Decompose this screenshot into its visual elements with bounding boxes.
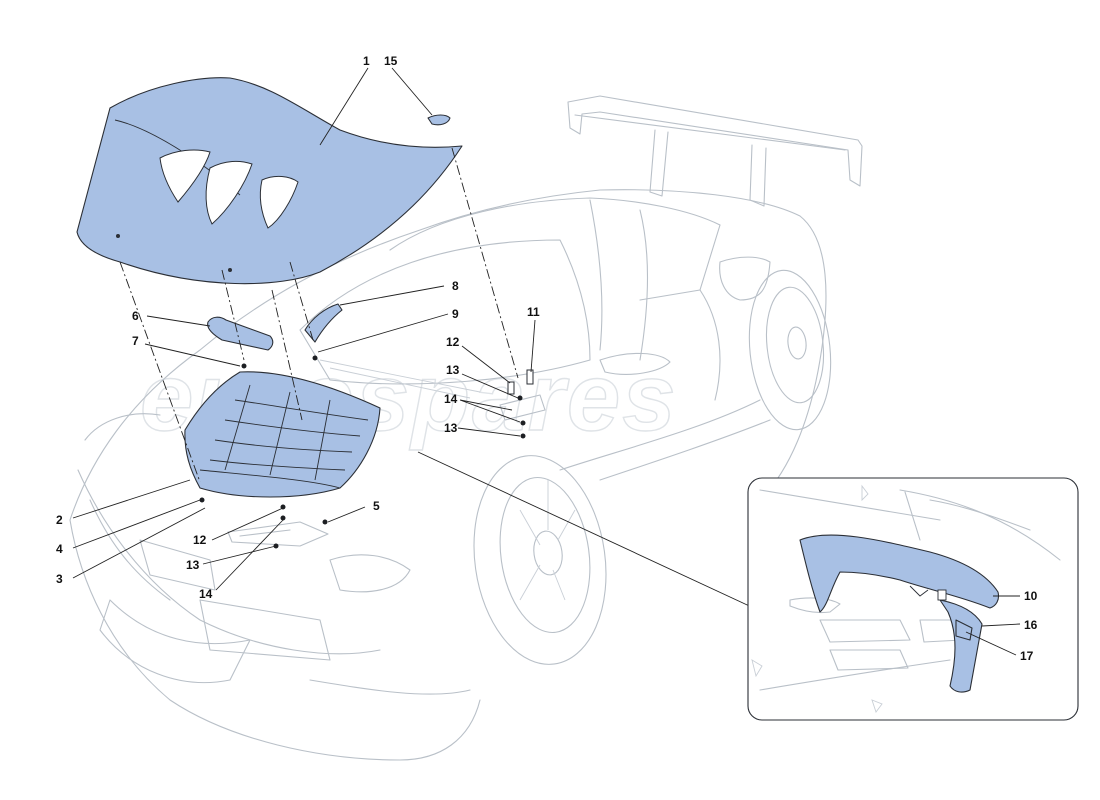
assembly-lines [119, 147, 519, 483]
callout-1: 1 [363, 54, 370, 68]
part-2-front-tray [184, 371, 381, 498]
fastener-4 [199, 497, 205, 503]
callout-13-lower: 13 [186, 558, 200, 572]
lower-hinge-bracket [227, 504, 329, 549]
callout-6: 6 [132, 309, 139, 323]
part-6-bracket [207, 316, 274, 351]
callout-4: 4 [56, 542, 63, 556]
part-bonnet-lid [76, 77, 463, 285]
callout-5: 5 [373, 499, 380, 513]
callout-7: 7 [132, 334, 139, 348]
callout-10: 10 [1024, 589, 1038, 603]
callout-2: 2 [56, 513, 63, 527]
callout-11: 11 [527, 305, 540, 319]
detail-inset [747, 477, 1079, 721]
callout-12-lower: 12 [193, 533, 207, 547]
fastener-5 [322, 519, 328, 525]
callout-3: 3 [56, 572, 63, 586]
callout-labels: 1 15 8 9 6 7 11 12 13 14 13 2 4 3 5 12 1… [56, 54, 1038, 663]
callout-9: 9 [452, 307, 459, 321]
car-outline [69, 95, 863, 761]
callout-12-upper: 12 [446, 335, 460, 349]
leader-lines [72, 67, 759, 611]
callout-13-mid: 13 [444, 421, 458, 435]
fastener-9 [312, 355, 318, 361]
callout-13-upper: 13 [446, 363, 460, 377]
part-8-hinge-arm [304, 303, 343, 343]
latch-assembly [499, 369, 546, 439]
fastener-7 [241, 363, 247, 369]
callout-15: 15 [384, 54, 398, 68]
callout-16: 16 [1024, 618, 1038, 632]
part-15-pad [427, 114, 451, 126]
callout-14-upper: 14 [444, 392, 458, 406]
callout-17: 17 [1020, 649, 1034, 663]
callout-8: 8 [452, 279, 459, 293]
callout-14-lower: 14 [199, 587, 213, 601]
